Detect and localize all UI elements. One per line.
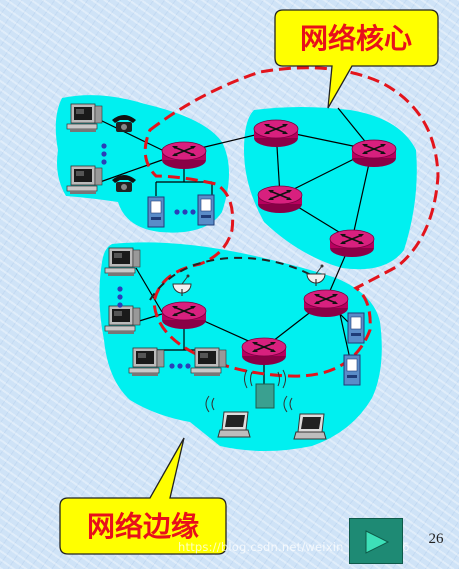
server-icon [343,354,361,386]
inner-dashed-path [149,256,321,301]
desktop-computer-icon [128,347,165,377]
desktop-computer-icon [66,165,103,195]
callout-edge: 网络边缘 [59,437,227,555]
callout-core: 网络核心 [274,9,439,109]
router-icon [351,139,397,168]
router-icon [329,229,375,258]
server-icon [347,312,365,344]
server-icon [197,194,215,226]
router-icon [253,119,299,148]
router-icon [257,185,303,214]
next-slide-button[interactable] [349,518,403,564]
server-icon [147,196,165,228]
desktop-computer-icon [190,347,227,377]
wireless-access-point-icon [244,369,286,409]
desktop-computer-icon [104,247,141,277]
router-icon [161,141,207,170]
router-icon [161,301,207,330]
ellipsis-dots [101,143,196,215]
router-icon [303,289,349,318]
play-triangle-icon [365,530,390,554]
desktop-computer-icon [104,305,141,335]
ellipsis-dots [117,286,191,369]
router-icon [241,337,287,366]
edge-region-top-left [55,95,229,233]
callout-edge-label: 网络边缘 [87,510,199,543]
wireless-signal [205,395,293,413]
callout-core-label: 网络核心 [300,22,412,55]
desktop-computer-icon [66,103,103,133]
page-number: 26 [428,531,444,547]
